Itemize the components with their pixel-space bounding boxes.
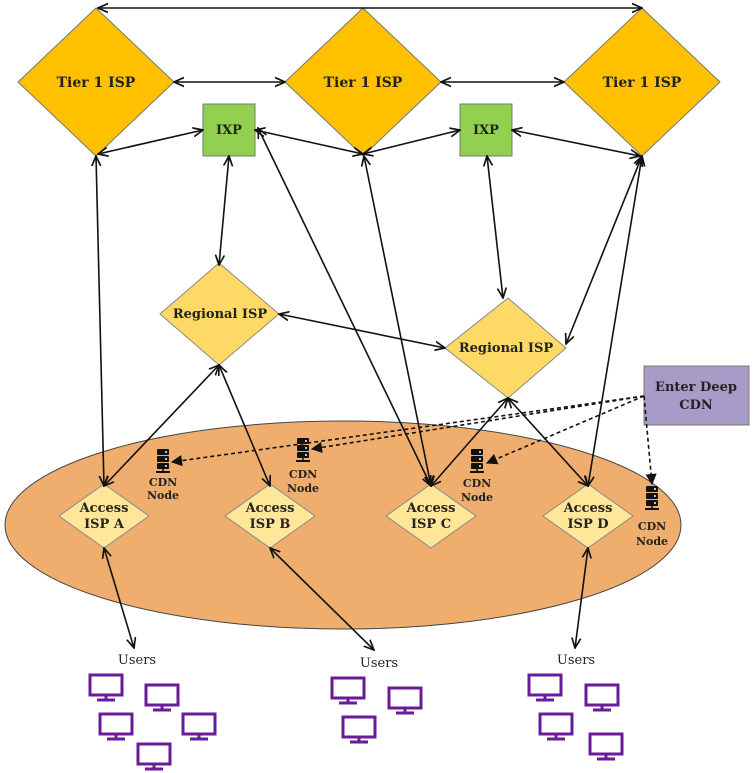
cdn-node-4-label-1: CDN (638, 520, 666, 533)
monitor-icon (538, 712, 574, 741)
access-isp-c-label-2: ISP C (411, 517, 451, 532)
server-icon (644, 485, 660, 510)
users-group-c (527, 673, 624, 761)
monitor-icon (588, 732, 624, 761)
server-icon (469, 448, 485, 473)
ixp-a-label: IXP (216, 123, 242, 138)
enter-deep-cdn-label-1: Enter Deep (655, 380, 737, 395)
cdn-dashed-connections (170, 395, 657, 486)
tier1-isp-a-label: Tier 1 ISP (57, 75, 136, 91)
monitor-icon (584, 683, 620, 712)
enter-deep-cdn-box (643, 365, 750, 426)
access-isp-c (385, 483, 477, 549)
access-isp-c-label-1: Access (406, 501, 456, 516)
users-group-a (88, 673, 217, 771)
ixp-a (202, 103, 256, 157)
monitor-icon (136, 742, 172, 771)
monitor-icon (387, 686, 423, 715)
tier1-isp-c-label: Tier 1 ISP (603, 75, 682, 91)
server-icon (295, 437, 311, 462)
cdn-node-3-label-2: Node (461, 491, 493, 504)
access-isp-d-label-1: Access (563, 501, 613, 516)
enter-deep-cdn-label-2: CDN (679, 398, 713, 413)
cdn-node-2-label-2: Node (287, 482, 319, 495)
cdn-node-3-label-1: CDN (463, 477, 491, 490)
access-isp-b-label-1: Access (245, 501, 295, 516)
access-isp-a-label-2: ISP A (84, 517, 125, 532)
ixp-b-label: IXP (473, 123, 499, 138)
cdn-node-1-label-2: Node (147, 489, 179, 502)
access-isp-a-label-1: Access (79, 501, 129, 516)
users-group-b (330, 676, 423, 744)
monitor-icon (88, 673, 124, 702)
users-label-b: Users (360, 656, 398, 671)
cdn-node-4-label-2: Node (636, 535, 668, 548)
monitor-icon (527, 673, 563, 702)
monitor-icon (181, 712, 217, 741)
monitor-icon (98, 712, 134, 741)
cdn-node-1-label-1: CDN (149, 476, 177, 489)
access-isp-b-label-2: ISP B (250, 517, 291, 532)
cdn-node-2-label-1: CDN (289, 468, 317, 481)
access-isp-d-label-2: ISP D (567, 517, 608, 532)
monitor-icon (330, 676, 366, 705)
regional-isp-a-label: Regional ISP (173, 307, 268, 322)
connections (96, 8, 642, 650)
tier1-isp-b-label: Tier 1 ISP (324, 75, 403, 91)
monitor-icon (144, 683, 180, 712)
regional-isp-b-label: Regional ISP (459, 341, 554, 356)
monitor-icon (341, 715, 377, 744)
ixp-b (459, 103, 513, 157)
server-icon (155, 448, 171, 473)
users-label-c: Users (557, 653, 595, 668)
users-label-a: Users (118, 653, 156, 668)
